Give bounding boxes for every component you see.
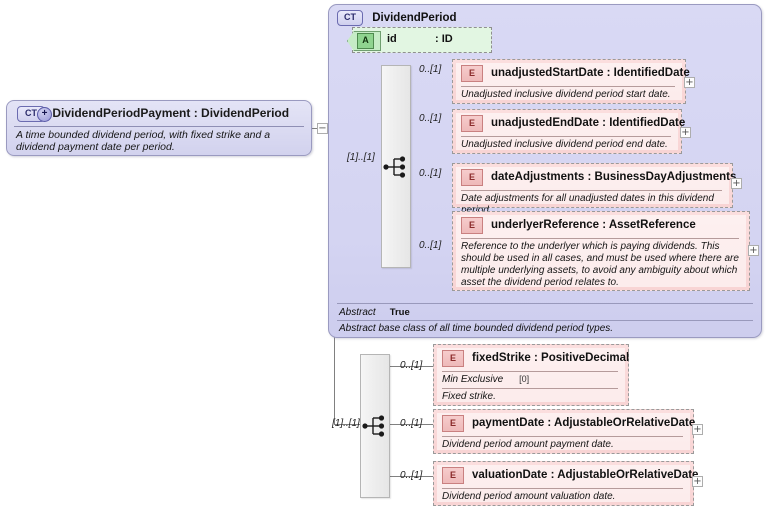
element-expander[interactable]: + [748, 245, 759, 256]
element-inner-panel [456, 167, 729, 204]
attribute-box-id[interactable]: A id : ID [347, 27, 492, 53]
sequence-compositor-top[interactable] [381, 65, 411, 268]
root-complextype-documentation: A time bounded dividend period, with fix… [16, 129, 271, 153]
element-expander[interactable]: + [684, 77, 695, 88]
cardinality-label: 0..[1] [400, 470, 423, 481]
divider [337, 320, 753, 321]
divider [461, 190, 722, 191]
element-title: paymentDate : AdjustableOrRelativeDate [472, 417, 696, 430]
cardinality-label: 0..[1] [400, 360, 423, 371]
divider [461, 136, 671, 137]
element-badge-icon: E [442, 350, 464, 367]
attribute-badge-shape: A [347, 31, 381, 51]
element-expander[interactable]: + [731, 178, 742, 189]
element-inner-panel [437, 348, 625, 402]
divider [461, 86, 675, 87]
divider [442, 388, 618, 389]
divider [442, 488, 683, 489]
facet-value: [0] [519, 374, 530, 384]
element-inner-panel [456, 215, 746, 287]
root-complextype-title: CT + DividendPeriodPayment : DividendPer… [17, 106, 305, 124]
cardinality-label: 0..[1] [419, 64, 442, 75]
complextype-badge-icon: CT + [17, 106, 52, 122]
element-badge-icon: E [442, 467, 464, 484]
element-documentation: Unadjusted inclusive dividend period end… [461, 139, 668, 150]
complextype-badge-icon: CT [337, 10, 363, 26]
element-documentation: Dividend period amount valuation date. [442, 491, 616, 502]
element-documentation: Unadjusted inclusive dividend period sta… [461, 89, 671, 100]
connector-line [334, 424, 360, 425]
container-complextype-name: DividendPeriod [372, 12, 457, 25]
abstract-property: Abstract True [339, 307, 410, 318]
abstract-label: Abstract [339, 307, 376, 318]
element-title: underlyerReference : AssetReference [491, 219, 696, 232]
facet-label: Min Exclusive [442, 374, 504, 385]
attribute-name: id [387, 33, 397, 45]
element-badge-icon: E [461, 115, 483, 132]
element-title: dateAdjustments : BusinessDayAdjustments [491, 171, 737, 184]
container-complextype-documentation: Abstract base class of all time bounded … [339, 323, 614, 334]
cardinality-label-bottom: [1]..[1] [332, 418, 360, 429]
root-complextype-box[interactable]: CT + DividendPeriodPayment : DividendPer… [6, 100, 312, 156]
cardinality-label: 0..[1] [400, 418, 423, 429]
element-documentation: Dividend period amount payment date. [442, 439, 614, 450]
cardinality-label: 0..[1] [419, 240, 442, 251]
element-documentation: Fixed strike. [442, 391, 496, 402]
divider [442, 436, 683, 437]
sequence-compositor-bottom[interactable] [360, 354, 390, 498]
connector-line [389, 424, 433, 425]
divider [442, 371, 618, 372]
container-complextype-header: CT DividendPeriod [337, 10, 457, 26]
element-title: fixedStrike : PositiveDecimal [472, 352, 630, 365]
element-title: unadjustedEndDate : IdentifiedDate [491, 117, 686, 130]
element-documentation: Date adjustments for all unadjusted date… [461, 193, 714, 216]
element-documentation: Reference to the underlyer which is payi… [461, 241, 739, 288]
element-title: unadjustedStartDate : IdentifiedDate [491, 67, 690, 80]
collapse-toggle[interactable]: − [317, 123, 328, 134]
sequence-icon [383, 155, 406, 178]
connector-line [389, 366, 433, 367]
expand-plus-icon[interactable]: + [37, 107, 52, 122]
element-title: valuationDate : AdjustableOrRelativeDate [472, 469, 699, 482]
cardinality-label-top: [1]..[1] [347, 152, 375, 163]
element-inner-panel [437, 465, 690, 502]
element-inner-panel [437, 413, 690, 450]
root-complextype-name: DividendPeriodPayment : DividendPeriod [52, 106, 290, 121]
element-expander[interactable]: + [680, 127, 691, 138]
element-badge-icon: E [442, 415, 464, 432]
element-badge-icon: E [461, 65, 483, 82]
abstract-value: True [389, 307, 410, 318]
attribute-type: : ID [435, 33, 453, 45]
element-inner-panel [456, 63, 682, 100]
divider [461, 238, 739, 239]
connector-line [389, 476, 433, 477]
divider [14, 126, 304, 127]
element-badge-icon: E [461, 169, 483, 186]
element-inner-panel [456, 113, 678, 150]
element-badge-icon: E [461, 217, 483, 234]
sequence-icon [362, 415, 385, 437]
divider [337, 303, 753, 304]
attribute-badge-icon: A [357, 33, 374, 49]
element-facet: Min Exclusive [0] [442, 374, 529, 385]
element-expander[interactable]: + [692, 424, 703, 435]
cardinality-label: 0..[1] [419, 168, 442, 179]
cardinality-label: 0..[1] [419, 113, 442, 124]
element-expander[interactable]: + [692, 476, 703, 487]
